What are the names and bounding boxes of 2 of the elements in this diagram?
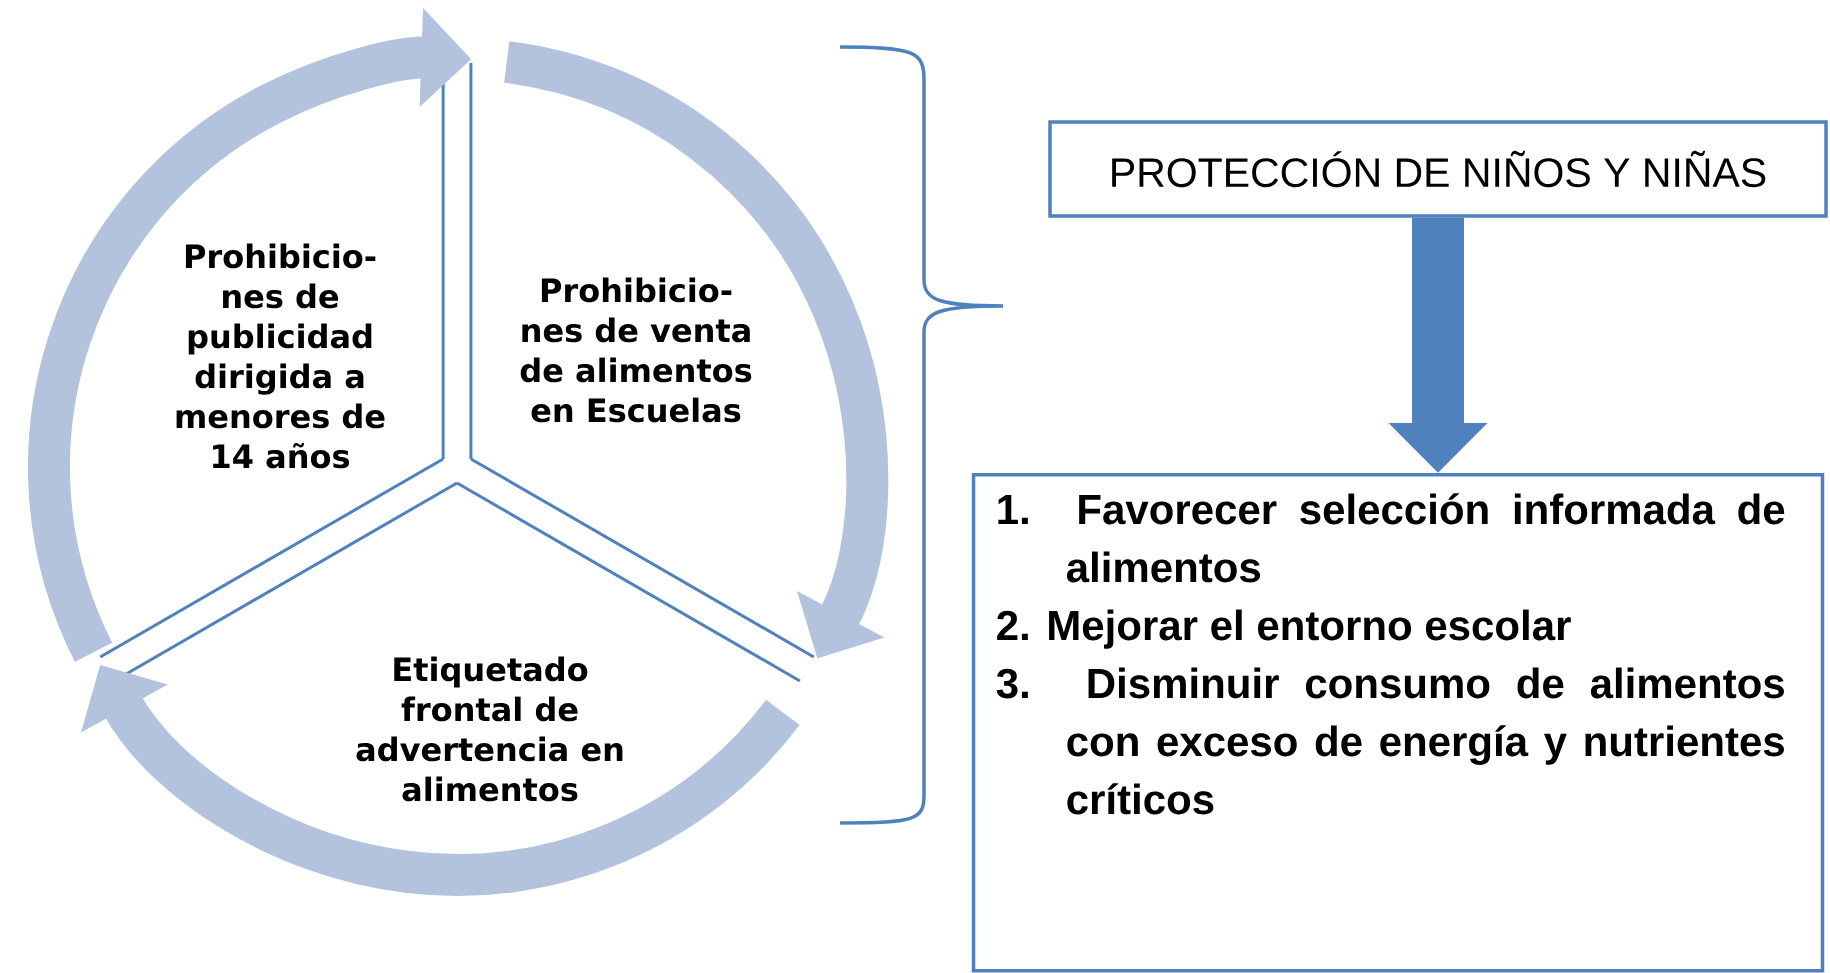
list-box: 1. Favorecer selección informada de alimentos 2. Mejorar el entorno escolar 3. Disminuir consumo de alimentos con exceso de energía y nutrientes críticos [971,473,1825,973]
title-box: PROTECCIÓN DE NIÑOS Y NIÑAS [1048,120,1828,218]
